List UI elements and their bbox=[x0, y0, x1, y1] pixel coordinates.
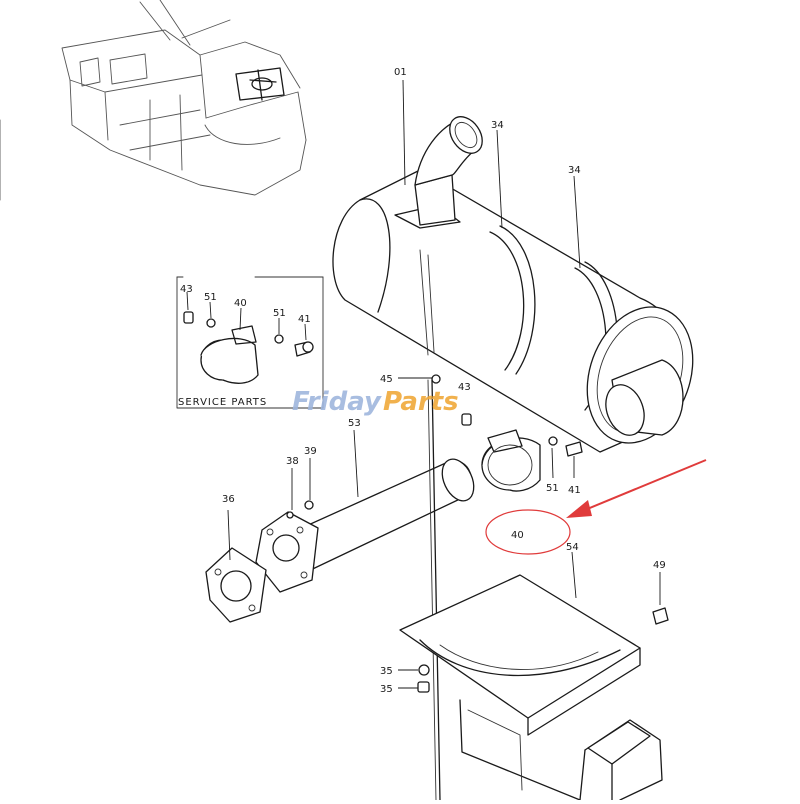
label-35-upper: 35 bbox=[380, 666, 393, 677]
excavator-thumbnail bbox=[0, 0, 307, 201]
nut-35-lower bbox=[417, 681, 430, 693]
watermark-part-1: Friday bbox=[292, 387, 382, 417]
service-parts-label: SERVICE PARTS bbox=[178, 397, 267, 408]
bracket-54 bbox=[399, 574, 663, 801]
label-40-box: 40 bbox=[234, 298, 247, 309]
service-parts-box bbox=[176, 276, 324, 409]
muffler-assembly bbox=[332, 116, 694, 453]
label-43-box: 43 bbox=[180, 284, 193, 295]
bolt-41 bbox=[565, 441, 583, 457]
bolt-45 bbox=[431, 374, 441, 384]
gasket bbox=[205, 547, 267, 623]
label-54: 54 bbox=[566, 542, 579, 553]
label-34-right: 34 bbox=[568, 165, 581, 176]
label-39: 39 bbox=[304, 446, 317, 457]
watermark: FridayParts bbox=[292, 387, 459, 417]
label-51-main: 51 bbox=[546, 483, 559, 494]
exhaust-pipe bbox=[255, 458, 475, 593]
label-36: 36 bbox=[222, 494, 235, 505]
label-34-top: 34 bbox=[491, 120, 504, 131]
label-49: 49 bbox=[653, 560, 666, 571]
label-51-box-left: 51 bbox=[204, 292, 217, 303]
label-53: 53 bbox=[348, 418, 361, 429]
label-51-box-right: 51 bbox=[273, 308, 286, 319]
callout-labels: 01 34 34 43 51 40 51 41 45 43 53 39 38 3… bbox=[178, 67, 666, 695]
watermark-text: FridayParts bbox=[292, 387, 459, 417]
annotation-arrow-line bbox=[579, 459, 707, 513]
watermark-part-2: Parts bbox=[383, 387, 459, 417]
washer-38 bbox=[286, 511, 294, 519]
clamp-40 bbox=[481, 429, 541, 492]
label-43-main: 43 bbox=[458, 382, 471, 393]
label-40-main: 40 bbox=[511, 530, 524, 541]
label-35-lower: 35 bbox=[380, 684, 393, 695]
nut-35-upper bbox=[418, 664, 430, 676]
label-41-main: 41 bbox=[568, 485, 581, 496]
annotation-arrow-head bbox=[566, 500, 592, 518]
red-annotation bbox=[485, 459, 707, 555]
washer-51 bbox=[548, 436, 558, 446]
label-41-box: 41 bbox=[298, 314, 311, 325]
bolt-49 bbox=[652, 607, 669, 625]
leader-lines bbox=[186, 79, 661, 689]
label-45: 45 bbox=[380, 374, 393, 385]
label-01: 01 bbox=[394, 67, 407, 78]
bolt-43 bbox=[461, 413, 472, 426]
rod bbox=[431, 379, 441, 801]
nut-39 bbox=[304, 500, 314, 510]
label-38: 38 bbox=[286, 456, 299, 467]
highlight-ellipse bbox=[485, 509, 571, 555]
